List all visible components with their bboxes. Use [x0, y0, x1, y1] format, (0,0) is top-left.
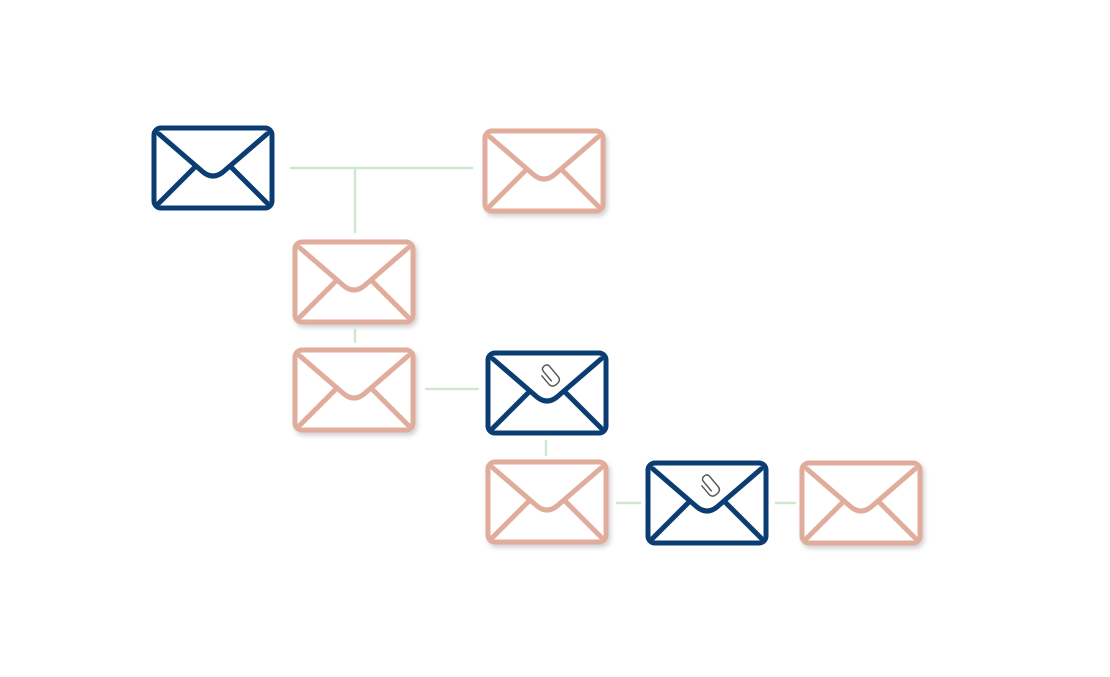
- envelope-flap: [490, 465, 604, 513]
- node-5-envelope-icon[interactable]: [485, 350, 609, 436]
- node-6-envelope-icon[interactable]: [485, 459, 609, 545]
- envelope-fold-right: [560, 168, 601, 209]
- node-7-envelope-icon[interactable]: [645, 460, 769, 546]
- envelope-body: [292, 347, 416, 433]
- paperclip-icon: [541, 364, 561, 387]
- envelope-fold-right: [563, 499, 604, 540]
- envelope-fold-right: [877, 500, 918, 541]
- node-3-envelope-icon[interactable]: [292, 239, 416, 325]
- envelope-fold-right: [370, 387, 411, 428]
- node-8-envelope-icon[interactable]: [799, 460, 923, 546]
- node-2-envelope-icon[interactable]: [482, 128, 606, 214]
- envelope-fold-right: [229, 165, 270, 206]
- envelope-fold-left: [297, 279, 338, 320]
- envelope-fold-left: [490, 390, 531, 431]
- envelope-flap: [650, 466, 764, 514]
- envelope-body: [645, 460, 769, 546]
- envelope-fold-left: [487, 168, 528, 209]
- connector-layer: [289, 166, 797, 505]
- envelope-flap: [156, 131, 270, 179]
- envelope-fold-right: [723, 500, 764, 541]
- envelope-flap: [804, 466, 918, 514]
- envelope-flap: [297, 353, 411, 401]
- envelope-flap: [487, 134, 601, 182]
- envelope-fold-left: [297, 387, 338, 428]
- envelope-fold-left: [650, 500, 691, 541]
- node-layer: [151, 125, 923, 546]
- envelope-fold-right: [563, 390, 604, 431]
- node-4-envelope-icon[interactable]: [292, 347, 416, 433]
- envelope-fold-left: [490, 499, 531, 540]
- envelope-body: [482, 128, 606, 214]
- envelope-body: [485, 459, 609, 545]
- envelope-body: [292, 239, 416, 325]
- envelope-flap: [490, 356, 604, 404]
- envelope-fold-right: [370, 279, 411, 320]
- envelope-body: [485, 350, 609, 436]
- envelope-fold-left: [804, 500, 845, 541]
- envelope-body: [799, 460, 923, 546]
- paperclip-icon: [701, 474, 721, 497]
- envelope-flap: [297, 245, 411, 293]
- node-1-envelope-icon[interactable]: [151, 125, 275, 211]
- envelope-fold-left: [156, 165, 197, 206]
- envelope-body: [151, 125, 275, 211]
